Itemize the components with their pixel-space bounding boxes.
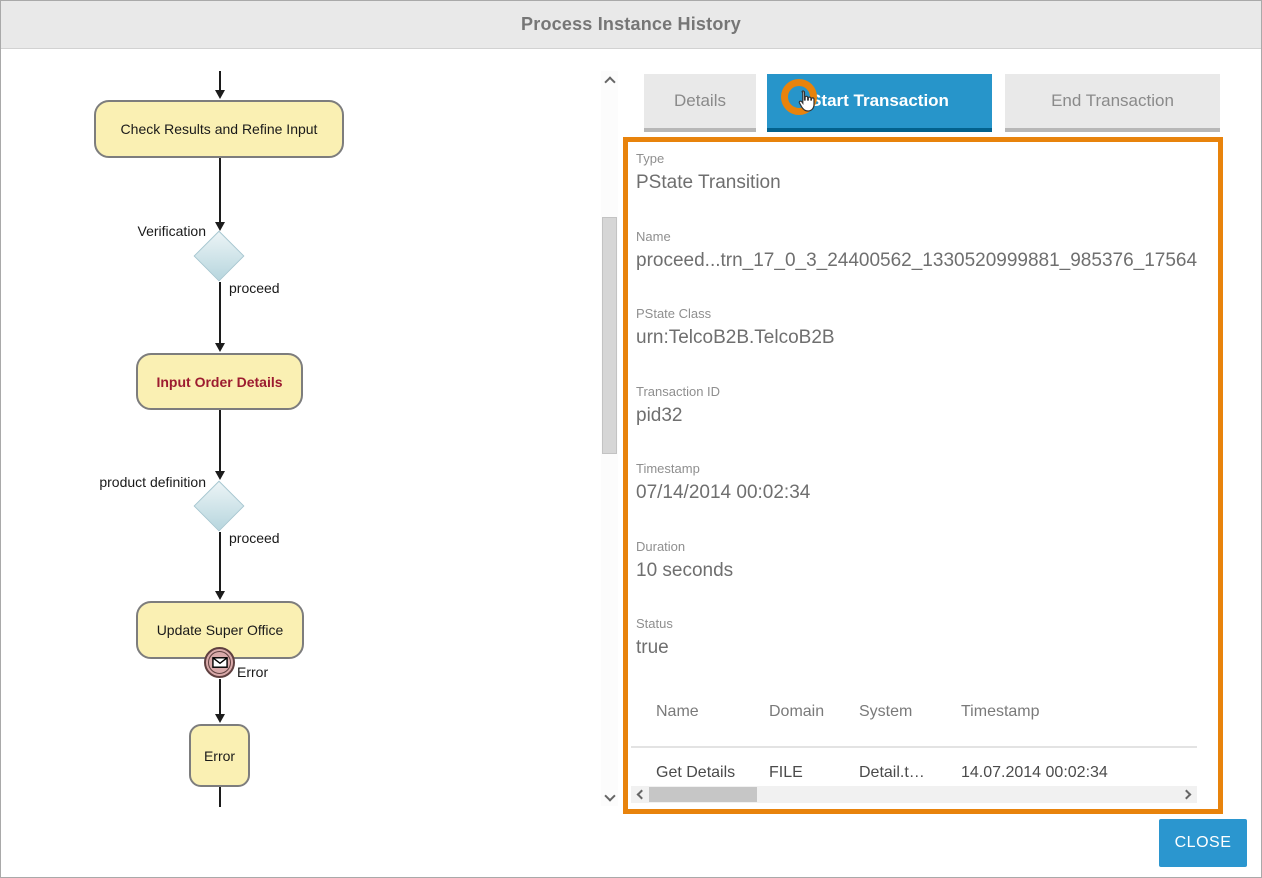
cursor-highlight-ring bbox=[781, 79, 817, 115]
chevron-up-icon bbox=[603, 75, 616, 88]
field-value: 10 seconds bbox=[636, 560, 734, 581]
gateway-label-product-definition: product definition bbox=[99, 474, 206, 490]
field-value: true bbox=[636, 637, 669, 658]
arrowhead-icon bbox=[215, 591, 225, 600]
field-label: Name bbox=[636, 229, 671, 244]
field-label: Status bbox=[636, 616, 673, 631]
cell-timestamp: 14.07.2014 00:02:34 bbox=[961, 764, 1108, 781]
scroll-right-button[interactable] bbox=[1180, 786, 1197, 803]
vertical-scrollbar-thumb[interactable] bbox=[602, 217, 617, 454]
tab-label: End Transaction bbox=[1051, 91, 1174, 110]
field-label: Transaction ID bbox=[636, 384, 721, 399]
flow-connector bbox=[219, 282, 221, 344]
flow-connector bbox=[219, 787, 221, 807]
chevron-down-icon bbox=[603, 789, 616, 802]
horizontal-scrollbar[interactable] bbox=[631, 786, 1197, 803]
field-timestamp: Timestamp 07/14/2014 00:02:34 bbox=[636, 461, 1214, 504]
event-label-error: Error bbox=[237, 664, 269, 680]
task-check-results[interactable]: Check Results and Refine Input bbox=[94, 100, 344, 158]
field-label: Timestamp bbox=[636, 461, 700, 476]
field-value: proceed...trn_17_0_3_24400562_1330520999… bbox=[636, 250, 1198, 271]
transaction-detail-panel: Type PState Transition Name proceed...tr… bbox=[623, 137, 1223, 814]
field-pstate-class: PState Class urn:TelcoB2B.TelcoB2B bbox=[636, 306, 1214, 349]
arrowhead-icon bbox=[215, 222, 225, 231]
table-header-system: System bbox=[859, 703, 913, 720]
field-type: Type PState Transition bbox=[636, 151, 1214, 194]
arrowhead-icon bbox=[215, 343, 225, 352]
arrowhead-icon bbox=[215, 714, 225, 723]
flow-connector bbox=[219, 532, 221, 592]
task-input-order-details[interactable]: Input Order Details bbox=[136, 353, 303, 410]
scroll-down-button[interactable] bbox=[601, 789, 618, 806]
field-label: Type bbox=[636, 151, 665, 166]
field-label: Duration bbox=[636, 539, 686, 554]
field-value: pid32 bbox=[636, 405, 683, 426]
error-boundary-event[interactable] bbox=[204, 647, 235, 678]
envelope-icon bbox=[211, 657, 228, 668]
chevron-left-icon bbox=[636, 789, 647, 800]
edge-label-proceed: proceed bbox=[229, 530, 280, 546]
table-header-timestamp: Timestamp bbox=[961, 703, 1040, 720]
flow-connector bbox=[219, 71, 221, 91]
flow-connector bbox=[219, 158, 221, 223]
task-error[interactable]: Error bbox=[189, 724, 250, 787]
field-label: PState Class bbox=[636, 306, 712, 321]
table-header-domain: Domain bbox=[769, 703, 825, 720]
field-value: urn:TelcoB2B.TelcoB2B bbox=[636, 327, 835, 348]
arrowhead-icon bbox=[215, 90, 225, 99]
cell-system: Detail.t… bbox=[859, 764, 925, 781]
dialog-header: Process Instance History bbox=[1, 1, 1261, 49]
scroll-up-button[interactable] bbox=[601, 71, 618, 88]
task-label: Update Super Office bbox=[156, 622, 284, 638]
cell-name: Get Details bbox=[656, 764, 736, 781]
field-status: Status true bbox=[636, 616, 1214, 659]
close-button[interactable]: CLOSE bbox=[1159, 819, 1247, 867]
tab-details[interactable]: Details bbox=[644, 74, 756, 132]
horizontal-scrollbar-thumb[interactable] bbox=[649, 787, 757, 802]
dialog-title: Process Instance History bbox=[521, 14, 741, 34]
flow-connector bbox=[219, 410, 221, 472]
table-header-name: Name bbox=[656, 703, 699, 720]
field-name: Name proceed...trn_17_0_3_24400562_13305… bbox=[636, 229, 1214, 272]
event-inner-ring bbox=[208, 651, 231, 674]
vertical-scrollbar[interactable] bbox=[601, 71, 618, 806]
field-transaction-id: Transaction ID pid32 bbox=[636, 384, 1214, 427]
gateway-label-verification: Verification bbox=[137, 223, 206, 239]
task-label: Input Order Details bbox=[156, 373, 283, 390]
arrowhead-icon bbox=[215, 471, 225, 480]
task-label: Error bbox=[203, 747, 236, 764]
table-divider bbox=[631, 746, 1197, 748]
field-duration: Duration 10 seconds bbox=[636, 539, 1214, 582]
field-value: PState Transition bbox=[636, 172, 781, 193]
field-value: 07/14/2014 00:02:34 bbox=[636, 482, 811, 503]
task-label: Check Results and Refine Input bbox=[120, 121, 318, 137]
tab-end-transaction[interactable]: End Transaction bbox=[1005, 74, 1220, 132]
cell-domain: FILE bbox=[769, 764, 803, 781]
tab-label: Details bbox=[674, 91, 726, 110]
edge-label-proceed: proceed bbox=[229, 280, 280, 296]
scroll-left-button[interactable] bbox=[631, 786, 648, 803]
cursor-pointer-icon bbox=[798, 90, 815, 112]
chevron-right-icon bbox=[1181, 789, 1192, 800]
tab-label: Start Transaction bbox=[810, 91, 949, 110]
flow-connector bbox=[219, 679, 221, 715]
